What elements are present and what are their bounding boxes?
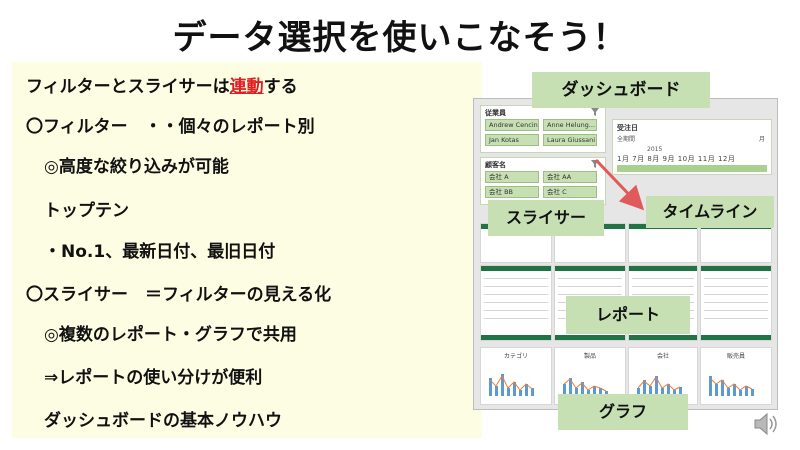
chart-title: カテゴリ bbox=[503, 353, 528, 360]
slicer-chip: Laura Giussani bbox=[543, 134, 597, 146]
line-1: フィルターとスライサーは連動する bbox=[26, 72, 298, 97]
line-1-highlight: 連動 bbox=[229, 77, 264, 97]
employee-slicer-title: 従業員 bbox=[485, 109, 506, 117]
callout-graph: グラフ bbox=[558, 394, 688, 430]
speaker-icon[interactable] bbox=[752, 410, 780, 438]
timeline-card: 受注日 全期間 月 2015 1月 7月 8月 9月 10月 11月 12月 bbox=[612, 119, 772, 175]
line-4: トップテン bbox=[44, 201, 129, 221]
filter-icon bbox=[591, 108, 599, 116]
callout-dashboard: ダッシュボード bbox=[532, 72, 710, 108]
dashboard-screenshot: 従業員 Andrew Cencini Anne Helung... Jan Ko… bbox=[473, 98, 778, 410]
report-table bbox=[700, 265, 772, 341]
customer-slicer-title: 顧客名 bbox=[485, 161, 506, 169]
line-1-post: する bbox=[263, 77, 298, 97]
timeline-bar bbox=[617, 165, 767, 172]
customer-slicer: 顧客名 会社 A 会社 AA 会社 BB 会社 C bbox=[480, 157, 606, 205]
report-table bbox=[480, 265, 552, 341]
chart-card: 販売員 bbox=[700, 347, 772, 405]
timeline-title: 受注日 bbox=[617, 124, 638, 132]
report-table bbox=[628, 223, 698, 263]
line-1-pre: フィルターとスライサーは bbox=[26, 77, 230, 97]
timeline-subtitle: 全期間 bbox=[617, 136, 636, 143]
slide-title: データ選択を使いこなそう！ bbox=[172, 18, 628, 58]
mini-chart bbox=[489, 374, 534, 396]
slicer-chip: 会社 BB bbox=[485, 186, 539, 198]
line-5: ・No.1、最新日付、最旧日付 bbox=[44, 242, 276, 262]
timeline-unit: 月 bbox=[758, 136, 765, 143]
slicer-chip: 会社 C bbox=[543, 186, 597, 198]
slicer-chip: 会社 AA bbox=[543, 171, 597, 183]
slicer-chip: Anne Helung... bbox=[543, 119, 597, 131]
line-6: 〇スライサー ＝フィルターの見える化 bbox=[26, 285, 332, 305]
mini-chart bbox=[709, 376, 754, 396]
chart-title: 販売員 bbox=[726, 353, 745, 360]
line-9: ダッシュボードの基本ノウハウ bbox=[44, 411, 282, 431]
chart-card: カテゴリ bbox=[480, 347, 552, 405]
employee-slicer: 従業員 Andrew Cencini Anne Helung... Jan Ko… bbox=[480, 105, 606, 153]
mini-chart bbox=[563, 378, 608, 396]
filter-icon bbox=[591, 160, 599, 168]
line-7: ◎複数のレポート・グラフで共用 bbox=[44, 325, 297, 345]
timeline-months: 1月 7月 8月 9月 10月 11月 12月 bbox=[617, 155, 736, 163]
callout-timeline: タイムライン bbox=[646, 196, 774, 228]
slicer-chip: Jan Kotas bbox=[485, 134, 539, 146]
line-3: ◎高度な絞り込みが可能 bbox=[44, 157, 229, 177]
report-table bbox=[700, 223, 772, 263]
slicer-chip: 会社 A bbox=[485, 171, 539, 183]
line-8: ⇒レポートの使い分けが便利 bbox=[44, 368, 263, 388]
callout-report: レポート bbox=[566, 296, 690, 334]
slicer-chip: Andrew Cencini bbox=[485, 119, 539, 131]
timeline-year: 2015 bbox=[647, 146, 663, 153]
text-panel bbox=[12, 62, 482, 438]
chart-title: 会社 bbox=[656, 353, 669, 360]
mini-chart bbox=[637, 376, 682, 396]
chart-title: 製品 bbox=[583, 353, 596, 360]
callout-slicer: スライサー bbox=[488, 200, 604, 236]
line-2: 〇フィルター ・・個々のレポート別 bbox=[26, 117, 315, 137]
